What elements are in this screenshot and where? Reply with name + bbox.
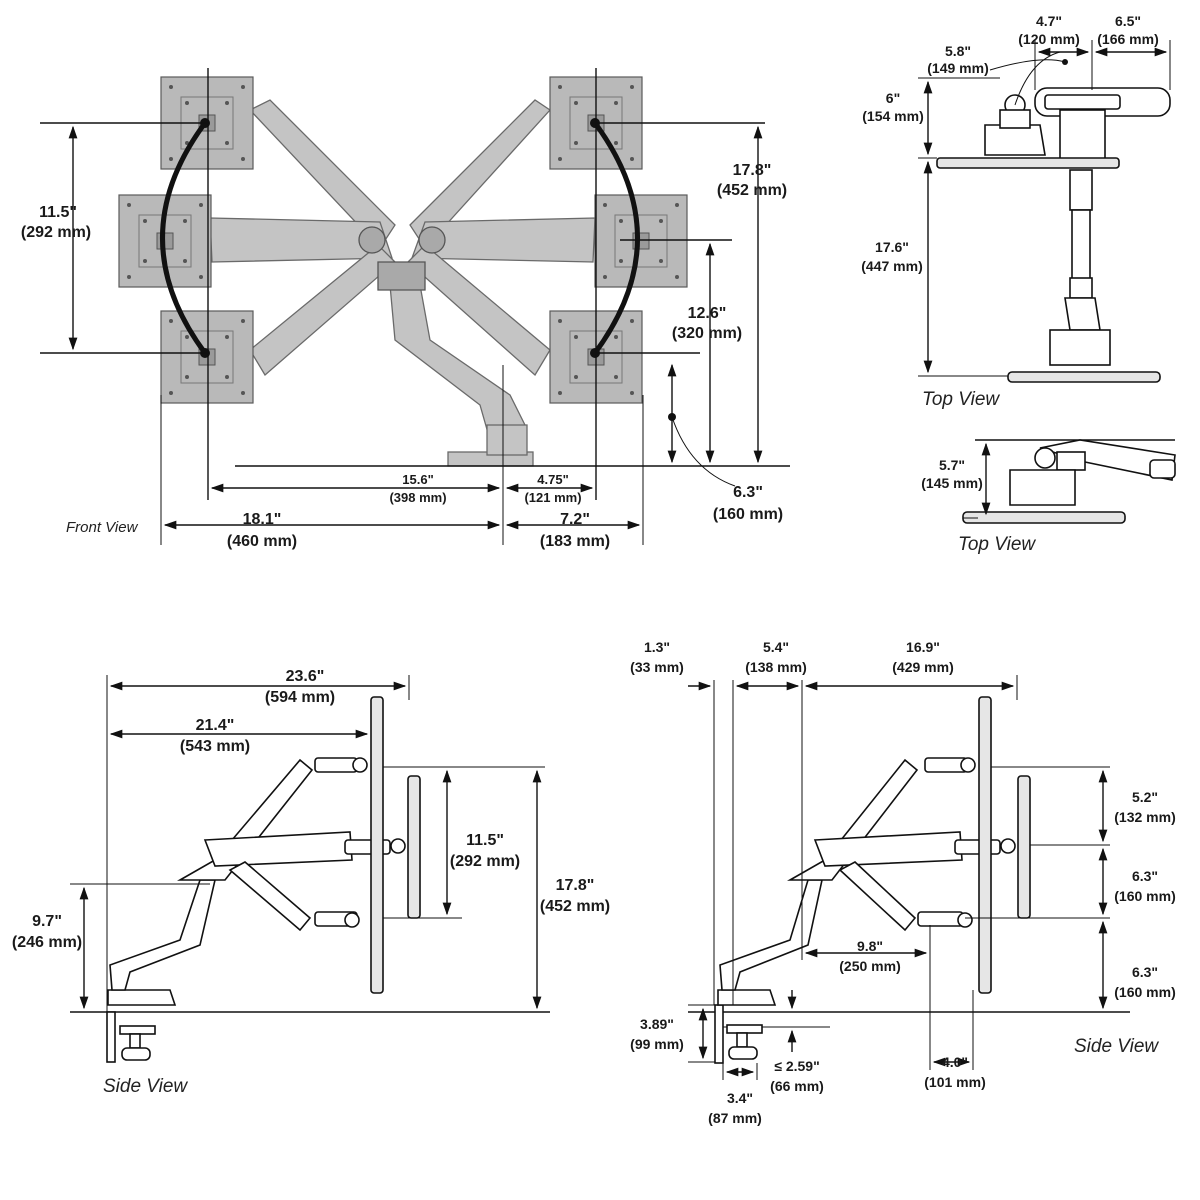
side-r-c-in: 16.9" <box>906 639 940 655</box>
side-r-h-in: 3.89" <box>640 1016 674 1032</box>
top-e-mm: (447 mm) <box>861 258 922 274</box>
side-r-a-mm: (33 mm) <box>630 659 684 675</box>
top-a-in: 4.7" <box>1036 13 1062 29</box>
side-r-k-in: 4.0" <box>942 1054 968 1070</box>
front-plate-mid-right <box>594 194 688 288</box>
front-desk-in: 6.3" <box>733 484 763 501</box>
side-r-f-in: 6.3" <box>1132 964 1158 980</box>
front-right-joint <box>418 226 446 254</box>
front-arm-right-upper <box>409 99 551 250</box>
front-width-left-in: 18.1" <box>243 511 282 528</box>
front-desk-mm: (160 mm) <box>713 506 783 523</box>
top-d-mm: (154 mm) <box>862 108 923 124</box>
side-view-left: 23.6" (594 mm) 21.4" (543 mm) 11.5" (292… <box>12 668 610 1097</box>
side-r-b-in: 5.4" <box>763 639 789 655</box>
front-reach-a-mm: (398 mm) <box>389 490 446 505</box>
side-l-height-mm: (452 mm) <box>540 898 610 915</box>
front-left-swing-in: 11.5" <box>39 204 77 221</box>
top-f-mm: (145 mm) <box>921 475 982 491</box>
side-r-h-mm: (99 mm) <box>630 1036 684 1052</box>
top-e-in: 17.6" <box>875 239 909 255</box>
top-view-label-2: Top View <box>958 534 1036 555</box>
top-b-in: 6.5" <box>1115 13 1141 29</box>
front-reach-a-in: 15.6" <box>402 472 433 487</box>
side-r-i-in: ≤ 2.59" <box>774 1058 819 1074</box>
side-l-base-mm: (246 mm) <box>12 934 82 951</box>
top-d-in: 6" <box>886 90 900 106</box>
top-view-2: 5.7" (145 mm) Top View <box>921 439 1176 555</box>
side-l-tilt-mm: (292 mm) <box>450 853 520 870</box>
side-r-f-mm: (160 mm) <box>1114 984 1175 1000</box>
side-r-d-mm: (132 mm) <box>1114 809 1175 825</box>
side-view-right: 1.3" (33 mm) 5.4" (138 mm) 16.9" (429 mm… <box>630 639 1176 1126</box>
front-swing-arc-left <box>160 120 208 356</box>
side-l-tilt-in: 11.5" <box>466 832 504 849</box>
side-l-height-in: 17.8" <box>556 877 595 894</box>
front-height-in: 17.8" <box>733 162 772 179</box>
front-width-right-in: 7.2" <box>560 511 590 528</box>
top-b-mm: (166 mm) <box>1097 31 1158 47</box>
front-reach-b-in: 4.75" <box>537 472 568 487</box>
front-reach-b-mm: (121 mm) <box>524 490 581 505</box>
front-base-block <box>486 424 528 456</box>
front-left-swing-mm: (292 mm) <box>21 224 91 241</box>
front-height-mm: (452 mm) <box>717 182 787 199</box>
side-r-i-mm: (66 mm) <box>770 1078 824 1094</box>
top-c-in: 5.8" <box>945 43 971 59</box>
side-l-total-in: 23.6" <box>286 668 325 685</box>
side-r-b-mm: (138 mm) <box>745 659 806 675</box>
front-view: 11.5" (292 mm) 17.8" (452 mm) 12.6" (320… <box>21 68 790 550</box>
front-view-label: Front View <box>66 519 139 536</box>
side-r-e-in: 6.3" <box>1132 868 1158 884</box>
side-l-total-mm: (594 mm) <box>265 689 335 706</box>
side-r-j-mm: (87 mm) <box>708 1110 762 1126</box>
side-r-d-in: 5.2" <box>1132 789 1158 805</box>
front-arm-left-upper <box>248 99 396 250</box>
front-range-in: 12.6" <box>688 305 727 322</box>
front-swing-arc-right <box>592 120 640 356</box>
side-r-g-mm: (250 mm) <box>839 958 900 974</box>
side-r-a-in: 1.3" <box>644 639 670 655</box>
front-center-pole <box>389 284 526 441</box>
side-l-reach-in: 21.4" <box>196 717 235 734</box>
side-r-j-in: 3.4" <box>727 1090 753 1106</box>
top-view-label-1: Top View <box>922 389 1000 410</box>
front-range-mm: (320 mm) <box>672 325 742 342</box>
side-view-label-right: Side View <box>1074 1036 1159 1057</box>
front-arm-left-lower <box>249 244 396 376</box>
front-width-right-mm: (183 mm) <box>540 533 610 550</box>
side-r-k-mm: (101 mm) <box>924 1074 985 1090</box>
side-view-label-left: Side View <box>103 1076 188 1097</box>
top-c-mm: (149 mm) <box>927 60 988 76</box>
side-r-e-mm: (160 mm) <box>1114 888 1175 904</box>
front-pole-head <box>377 261 426 291</box>
front-left-joint <box>358 226 386 254</box>
front-width-left-mm: (460 mm) <box>227 533 297 550</box>
side-r-g-in: 9.8" <box>857 938 883 954</box>
side-r-c-mm: (429 mm) <box>892 659 953 675</box>
top-f-in: 5.7" <box>939 457 965 473</box>
top-view-1: 4.7" (120 mm) 6.5" (166 mm) 5.8" (149 mm… <box>861 13 1171 410</box>
side-l-base-in: 9.7" <box>32 913 62 930</box>
side-l-reach-mm: (543 mm) <box>180 738 250 755</box>
top-a-mm: (120 mm) <box>1018 31 1079 47</box>
